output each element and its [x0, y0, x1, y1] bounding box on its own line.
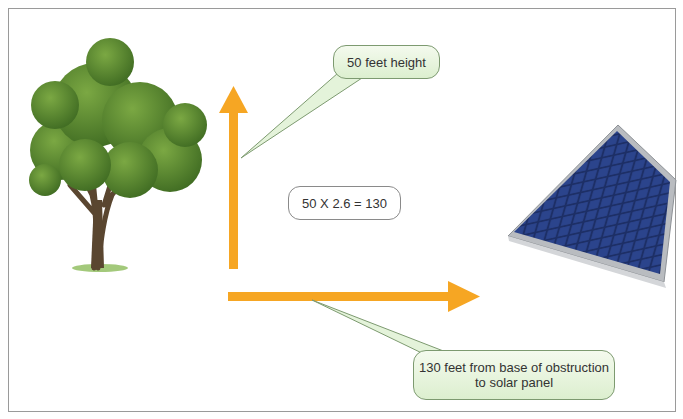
solar-panel	[508, 125, 676, 288]
callout-bubble: 130 feet from base of obstruction to sol…	[413, 350, 615, 400]
frame	[9, 9, 676, 412]
callout-tails	[241, 66, 446, 356]
formula-box: 50 X 2.6 = 130	[288, 186, 401, 220]
dimension-arrows	[219, 86, 480, 312]
tree	[29, 38, 207, 272]
callout-bubble: 50 feet height	[333, 45, 440, 79]
callout-text: 130 feet from base of obstruction to sol…	[414, 360, 614, 390]
callout-text: 50 X 2.6 = 130	[302, 196, 387, 211]
callout-text: 50 feet height	[347, 55, 426, 70]
